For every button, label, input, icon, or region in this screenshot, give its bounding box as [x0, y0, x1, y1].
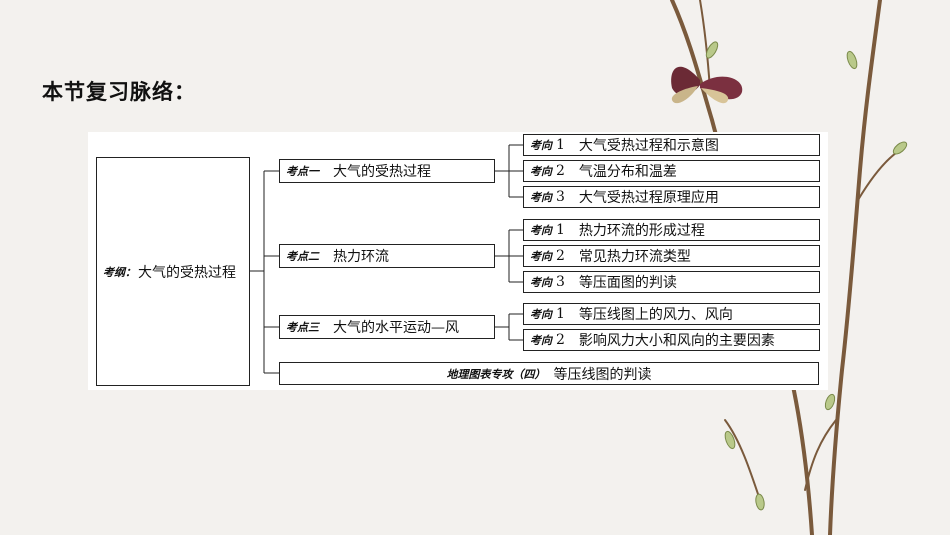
direction-text: 大气受热过程原理应用	[578, 190, 719, 206]
direction-box: 考向 2 气温分布和温差	[523, 160, 820, 182]
point-box-3: 考点三 大气的水平运动—风	[279, 315, 495, 339]
direction-text: 热力环流的形成过程	[578, 223, 705, 239]
direction-tag: 考向	[530, 250, 552, 263]
point-tag: 考点三	[286, 321, 319, 334]
direction-text: 影响风力大小和风向的主要因素	[578, 333, 775, 349]
page-heading: 本节复习脉络：	[42, 80, 196, 104]
direction-number: 1	[556, 306, 565, 322]
direction-box: 考向 1 大气受热过程和示意图	[523, 134, 820, 156]
direction-tag: 考向	[530, 276, 552, 289]
special-tag: 地理图表专攻（四）	[446, 367, 546, 381]
direction-box: 考向 3 大气受热过程原理应用	[523, 186, 820, 208]
direction-text: 常见热力环流类型	[578, 249, 691, 265]
direction-number: 1	[556, 222, 565, 238]
direction-box: 考向 1 等压线图上的风力、风向	[523, 303, 820, 325]
point-tag: 考点二	[286, 250, 319, 263]
direction-text: 等压面图的判读	[578, 275, 677, 291]
direction-number: 2	[556, 332, 565, 348]
direction-text: 气温分布和温差	[578, 164, 677, 180]
direction-number: 2	[556, 163, 565, 179]
direction-number: 1	[556, 137, 565, 153]
point-title: 热力环流	[333, 249, 389, 265]
direction-box: 考向 1 热力环流的形成过程	[523, 219, 820, 241]
direction-box: 考向 3 等压面图的判读	[523, 271, 820, 293]
point-box-2: 考点二 热力环流	[279, 244, 495, 268]
direction-tag: 考向	[530, 191, 552, 204]
direction-number: 3	[556, 189, 565, 205]
direction-text: 大气受热过程和示意图	[578, 138, 719, 154]
point-tag: 考点一	[286, 165, 319, 178]
direction-box: 考向 2 常见热力环流类型	[523, 245, 820, 267]
direction-tag: 考向	[530, 139, 552, 152]
direction-number: 3	[556, 274, 565, 290]
point-box-1: 考点一 大气的受热过程	[279, 159, 495, 183]
direction-tag: 考向	[530, 334, 552, 347]
special-topic-box: 地理图表专攻（四） 等压线图的判读	[279, 362, 819, 385]
point-title: 大气的受热过程	[333, 164, 431, 180]
direction-tag: 考向	[530, 165, 552, 178]
direction-tag: 考向	[530, 308, 552, 321]
root-tag: 考纲：	[103, 265, 136, 279]
direction-box: 考向 2 影响风力大小和风向的主要因素	[523, 329, 820, 351]
outline-connectors	[249, 144, 523, 374]
direction-number: 2	[556, 248, 565, 264]
butterfly-icon	[671, 66, 743, 104]
direction-tag: 考向	[530, 224, 552, 237]
outline-root-box: 考纲： 大气的受热过程	[96, 157, 250, 386]
point-title: 大气的水平运动—风	[333, 320, 459, 336]
special-text: 等压线图的判读	[553, 366, 652, 383]
root-text: 大气的受热过程	[138, 264, 236, 281]
direction-text: 等压线图上的风力、风向	[578, 307, 733, 323]
